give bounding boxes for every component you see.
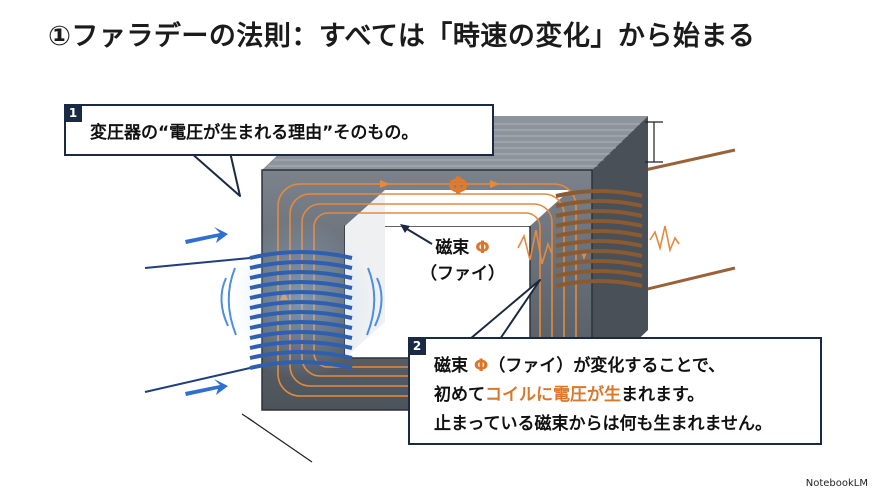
dimension-marks [241,121,663,463]
brand-watermark: NotebookLM [805,478,868,489]
core-flux-symbol: Φ [448,172,469,200]
callout-2-line-2-a: 初めて [434,385,485,405]
callout-2-line-2-c: まれます。 [621,385,705,405]
callout1-tail [189,151,241,197]
callout-2-line-1: 磁束 Φ（ファイ）が変化することで、 [434,351,725,376]
page-title: ①ファラデーの法則：すべては「時速の変化」から始まる [48,21,756,52]
flux-label-reading: （ファイ） [420,264,505,284]
callout-2-prefix: 磁束 [434,356,468,376]
callout-2: 2 磁束 Φ（ファイ）が変化することで、 初めてコイルに電圧が生まれます。 止ま… [408,337,822,445]
callout-2-line-3: 止まっている磁束からは何も生まれません。 [434,414,772,434]
callout-2-line-2: 初めてコイルに電圧が生まれます。 [434,380,704,405]
secondary-coil [517,189,680,288]
flux-label-phi: Φ [475,238,490,258]
callout-1-number: 1 [64,104,82,122]
callout-1: 1 変圧器の“電圧が生まれる理由”そのもの。 [64,104,494,156]
callout-1-text: 変圧器の“電圧が生まれる理由”そのもの。 [90,123,419,143]
callout-2-phi: Φ [473,356,489,376]
flux-label-text: 磁束 [435,238,470,258]
callout-2-suffix: （ファイ）が変化することで、 [488,356,726,376]
callout-2-number: 2 [408,337,426,355]
flux-pointer-head [400,224,410,233]
primary-coil [144,220,383,396]
flux-label: 磁束 Φ （ファイ） [420,235,505,287]
callout-2-line-2-highlight: コイルに電圧が生 [485,385,621,405]
